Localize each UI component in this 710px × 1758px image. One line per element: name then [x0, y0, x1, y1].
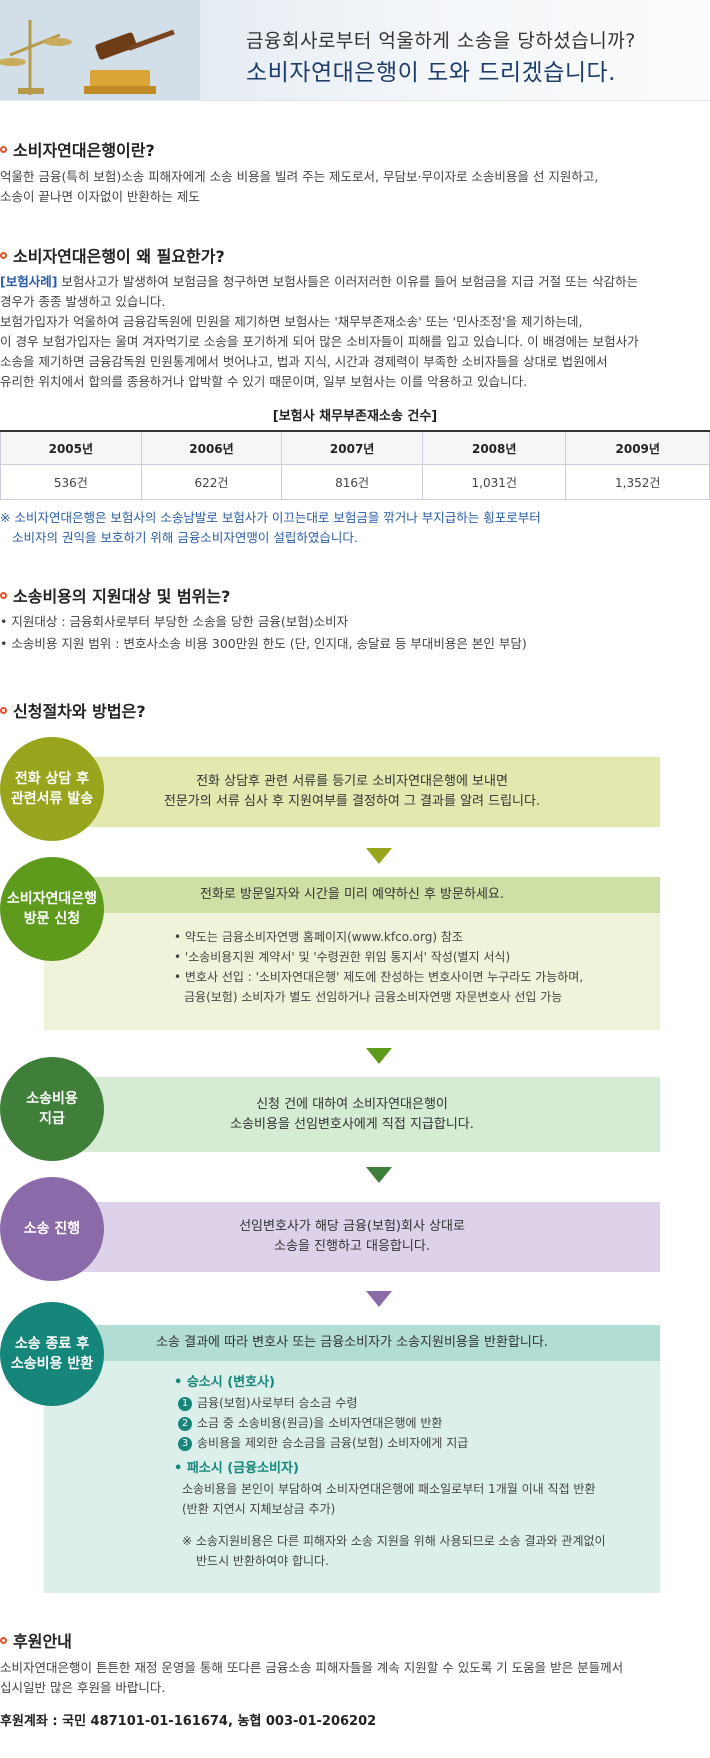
support-text: 소비자연대은행이 튼튼한 재정 운영을 통해 또다른 금융소송 피해자들을 계속… [0, 1660, 624, 1695]
list-item: • 지원대상 : 금융회사로부터 부당한 소송을 당한 금융(보험)소비자 [0, 614, 349, 629]
table-cell: 816건 [281, 464, 423, 500]
bullet-circle-icon [0, 591, 7, 599]
step4-circle: 소송 진행 [0, 1177, 104, 1281]
support-account: 후원계좌 : 국민 487101-01-161674, 농협 003-01-20… [0, 1714, 377, 1729]
lawsuit-count-table: 2005년 2006년 2007년 2008년 2009년 536건 622건 … [0, 430, 710, 500]
down-arrow-icon [366, 848, 392, 864]
step1-box: 전화 상담후 관련 서류를 등기로 소비자연대은행에 보내면 전문가의 서류 심… [44, 757, 660, 827]
section-title-what: 소비자연대은행이란? [0, 137, 155, 161]
list-item: 소송비용을 본인이 부담하여 소비자연대은행에 패소일로부터 1개월 이내 직접… [182, 1482, 596, 1496]
table-header: 2008년 [421, 430, 567, 465]
step5-box: 소송 결과에 따라 변호사 또는 금융소비자가 소송지원비용을 반환합니다. •… [44, 1325, 660, 1593]
return-note: ※ 소송지원비용은 다른 피해자와 소송 지원을 위해 사용되므로 소송 결과와… [182, 1534, 606, 1548]
banner-line1: 금융회사로부터 억울하게 소송을 당하셨습니까? [246, 30, 636, 52]
scope-list: • 지원대상 : 금융회사로부터 부당한 소송을 당한 금융(보험)소비자 • … [0, 611, 527, 655]
step5-bar: 소송 결과에 따라 변호사 또는 금융소비자가 소송지원비용을 반환합니다. [44, 1325, 660, 1361]
establishment-note: ※ 소비자연대은행은 보험사의 소송남발로 보험사가 이끄는대로 보험금을 깎거… [0, 510, 541, 545]
down-arrow-icon [366, 1291, 392, 1307]
list-item: • 변호사 선입 : '소비자연대은행' 제도에 찬성하는 변호사이면 누구라도… [174, 970, 584, 984]
justice-scale-gavel-icon [0, 0, 200, 100]
section-title-support: 후원안내 [0, 1628, 72, 1652]
banner-line2: 소비자연대은행이 도와 드리겠습니다. [246, 60, 616, 86]
table-cell: 536건 [0, 464, 142, 500]
list-item: 금융(보험) 소비자가 별도 선임하거나 금융소비자연맹 자문변호사 선입 가능 [184, 990, 563, 1004]
section-title-why: 소비자연대은행이 왜 필요한가? [0, 243, 225, 267]
table-cell: 1,352건 [565, 464, 710, 500]
table-header: 2006년 [140, 430, 283, 465]
table-header: 2005년 [0, 430, 142, 465]
list-item: • 소송비용 지원 범위 : 변호사소송 비용 300만원 한도 (단, 인지대… [0, 636, 527, 651]
table-cell: 622건 [140, 464, 283, 500]
table-header: 2007년 [281, 430, 423, 465]
insurance-case-tag: [보험사례] [0, 274, 58, 289]
step4-box: 선임변호사가 해당 금융(보험)회사 상대로 소송을 진행하고 대응합니다. [44, 1202, 660, 1272]
bullet-circle-icon [0, 1636, 7, 1644]
section-what-text: 억울한 금융(특히 보험)소송 피해자에게 소송 비용을 빌려 주는 제도로서,… [0, 169, 599, 204]
step3-box: 신청 건에 대하여 소비자연대은행이 소송비용을 선임변호사에게 직접 지급합니… [44, 1077, 660, 1152]
step2-box: 전화로 방문일자와 시간을 미리 예약하신 후 방문하세요. • 약도는 금융소… [44, 877, 660, 1030]
section-why-text: [보험사례] 보험사고가 발생하여 보험금을 청구하면 보험사들은 이러저러한 … [0, 274, 639, 389]
top-banner: 금융회사로부터 억울하게 소송을 당하셨습니까? 소비자연대은행이 도와 드리겠… [0, 0, 710, 101]
section-title-scope: 소송비용의 지원대상 및 범위는? [0, 583, 230, 607]
table-caption: [보험사 채무부존재소송 건수] [272, 409, 438, 424]
list-item: • '소송비용지원 계약서' 및 '수령권한 위임 통지서' 작성(별지 서식) [174, 950, 511, 964]
list-item: (반환 지연시 지체보상금 추가) [182, 1502, 336, 1516]
return-note: 반드시 반환하여야 합니다. [196, 1554, 329, 1568]
section-title-procedure: 신청절차와 방법은? [0, 698, 146, 722]
down-arrow-icon [366, 1167, 392, 1183]
table-row: 536건 622건 816건 1,031건 1,352건 [0, 464, 710, 500]
bullet-circle-icon [0, 706, 7, 714]
table-cell: 1,031건 [421, 464, 567, 500]
step2-bar: 전화로 방문일자와 시간을 미리 예약하신 후 방문하세요. [44, 877, 660, 913]
bullet-circle-icon [0, 145, 7, 153]
list-item: • 약도는 금융소비자연맹 홈페이지(www.kfco.org) 참조 [174, 930, 463, 944]
bullet-circle-icon [0, 251, 7, 259]
table-header-row: 2005년 2006년 2007년 2008년 2009년 [0, 430, 710, 465]
lose-heading: • 패소시 (금융소비자) [174, 1461, 299, 1476]
win-heading: • 승소시 (변호사) [174, 1375, 276, 1390]
table-header: 2009년 [565, 430, 710, 465]
down-arrow-icon [366, 1048, 392, 1064]
